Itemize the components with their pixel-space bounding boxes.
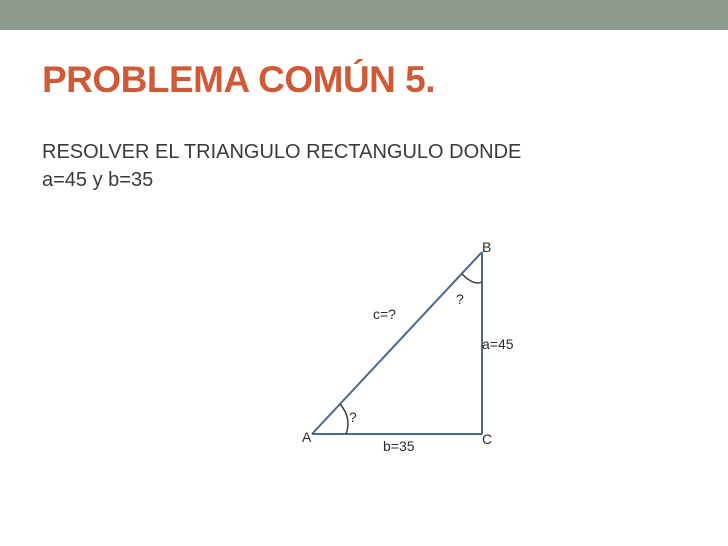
top-accent-bar	[0, 0, 728, 30]
vertex-a-label: A	[302, 429, 312, 445]
side-a-label: a=45	[482, 336, 514, 352]
side-b-label: b=35	[383, 438, 415, 454]
problem-statement-line-1: RESOLVER EL TRIANGULO RECTANGULO DONDE	[42, 141, 522, 163]
side-c-label: c=?	[373, 306, 396, 322]
vertex-c-label: C	[482, 431, 492, 447]
slide-title: PROBLEMA COMÚN 5.	[42, 59, 436, 100]
vertex-b-label: B	[482, 239, 491, 255]
angle-b-arc	[461, 273, 483, 284]
angle-b-label: ?	[456, 291, 464, 307]
problem-statement-line-2: a=45 y b=35	[42, 169, 154, 191]
side-c-hypotenuse	[311, 251, 483, 435]
angle-a-arc	[339, 403, 349, 435]
slide-body: RESOLVER EL TRIANGULO RECTANGULO DONDE a…	[42, 138, 521, 194]
angle-a-label: ?	[349, 409, 357, 425]
